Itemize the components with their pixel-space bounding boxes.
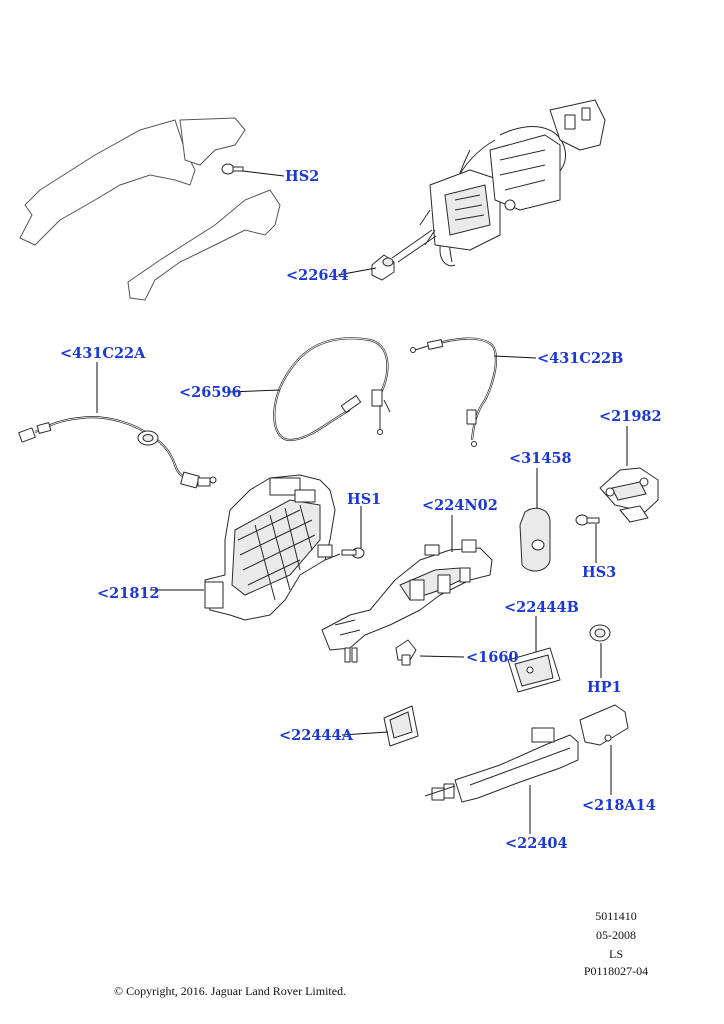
callout-22404: <22404 bbox=[505, 835, 568, 852]
leader-lines bbox=[96, 170, 628, 834]
gasket-22444a bbox=[383, 705, 419, 747]
callout-22644: <22644 bbox=[286, 267, 349, 284]
callout-26596: <26596 bbox=[179, 384, 242, 401]
handle-outline-ghost bbox=[19, 117, 281, 301]
callout-1660: <1660 bbox=[466, 649, 519, 666]
callout-431c22b: <431C22B bbox=[537, 350, 623, 367]
meta-line-3: LS bbox=[609, 947, 623, 961]
callout-31458: <31458 bbox=[509, 450, 572, 467]
callout-hs3: HS3 bbox=[582, 564, 616, 581]
plug-22644 bbox=[371, 254, 395, 281]
callout-22444a: <22444A bbox=[279, 727, 354, 744]
callout-218a14: <218A14 bbox=[582, 797, 656, 814]
cap-31458 bbox=[519, 507, 551, 572]
callout-224n02: <224N02 bbox=[422, 497, 498, 514]
callout-431c22a: <431C22A bbox=[60, 345, 146, 362]
meta-line-4: P0118027-04 bbox=[584, 964, 648, 978]
callout-22444b: <22444B bbox=[504, 599, 579, 616]
cable-431c22b bbox=[410, 337, 498, 447]
callout-hs2: HS2 bbox=[285, 168, 319, 185]
gasket-22444b bbox=[507, 647, 561, 693]
lock-latch-assembly bbox=[419, 99, 606, 267]
cable-431c22a bbox=[18, 416, 217, 489]
copyright: © Copyright, 2016. Jaguar Land Rover Lim… bbox=[114, 984, 346, 998]
meta-line-2: 05-2008 bbox=[596, 928, 636, 942]
lock-cover-218a14 bbox=[579, 704, 629, 746]
plug-1660 bbox=[395, 639, 417, 666]
callout-hp1: HP1 bbox=[587, 679, 622, 696]
screw-hs3 bbox=[575, 514, 600, 526]
screw-hs1 bbox=[324, 547, 365, 561]
screw-hs2 bbox=[221, 163, 244, 175]
callout-hs1: HS1 bbox=[347, 491, 381, 508]
grommet-hp1 bbox=[589, 624, 611, 642]
handle-bracket-224n02 bbox=[321, 539, 493, 663]
striker-21982 bbox=[599, 467, 659, 523]
meta-line-1: 5011410 bbox=[595, 909, 637, 923]
callout-21982: <21982 bbox=[599, 408, 662, 425]
lock-housing-21812 bbox=[204, 474, 336, 621]
cable-26596 bbox=[273, 337, 391, 442]
outer-handle-22404 bbox=[424, 727, 579, 803]
callout-21812: <21812 bbox=[97, 585, 160, 602]
